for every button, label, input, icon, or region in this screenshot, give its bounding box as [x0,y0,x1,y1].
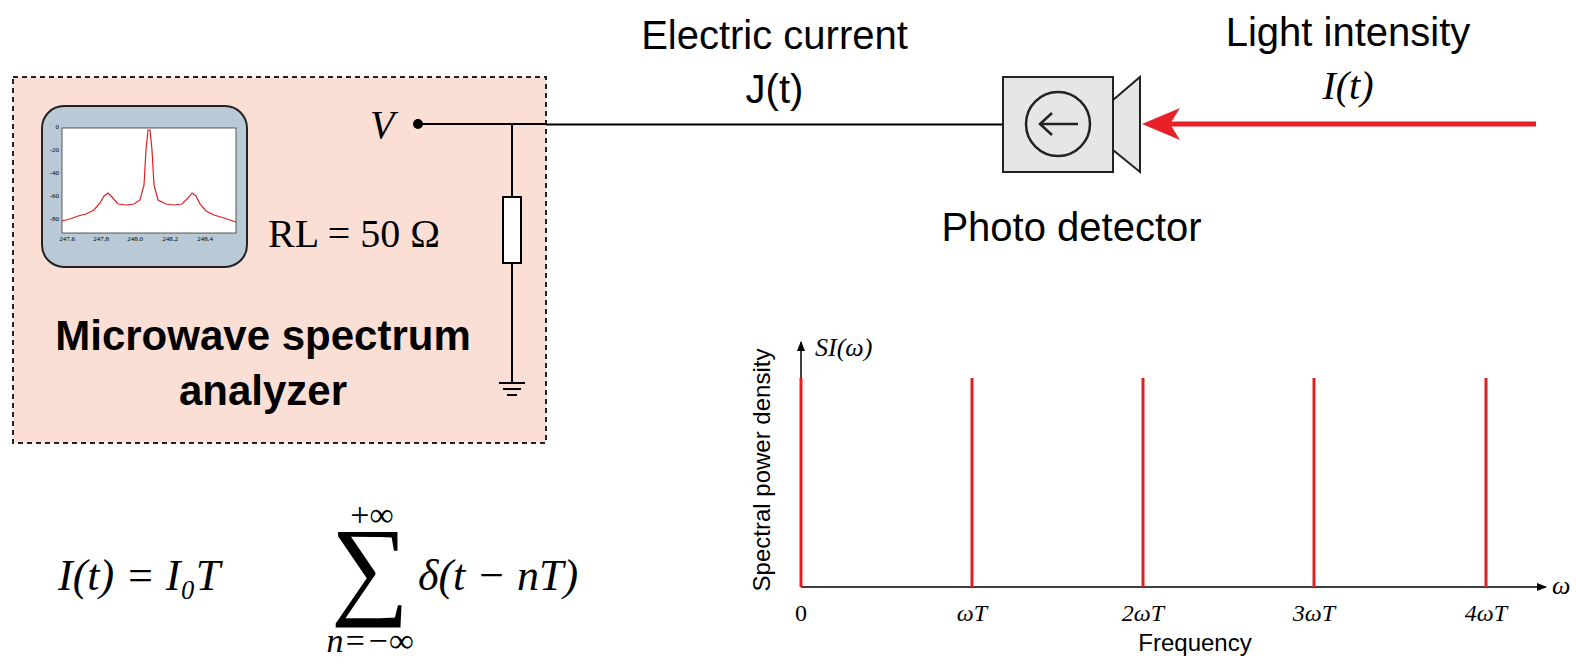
tick-label: ωT [957,600,987,626]
component-label: Photo detector [941,205,1201,249]
axis-title: Frequency [1138,630,1251,656]
screen-tick: 248.2 [162,236,178,244]
screen-tick: 248.0 [127,236,143,244]
signal-wire [546,124,1003,126]
resistor-value: RL = 50 Ω [268,212,440,256]
tick-label: 0 [795,600,807,626]
resistor-symbol [503,197,521,263]
tick-label: 4ωT [1465,600,1507,626]
screen-tick: -60 [50,193,59,201]
screen-tick: 0 [56,124,60,132]
terminal-label: V [370,103,394,147]
ground-symbol [499,383,525,395]
axis-label: SI(ω) [815,334,872,363]
analyzer-panel [13,77,546,443]
formula-part: I(t) = I₀T [58,552,220,600]
screen-tick: -80 [50,216,59,224]
tick-label: 2ωT [1122,600,1164,626]
y-axis [800,342,802,587]
screen-tick: 248.4 [197,236,213,244]
screen-tick: -20 [50,147,59,155]
wire [511,263,513,383]
photodetector-box: Photo detector [1003,77,1140,172]
x-axis [801,586,1546,588]
signal-symbol: I(t) [1322,64,1373,108]
spectrum-trace [62,130,236,222]
plot-area [62,128,236,233]
tick-label: 3ωT [1293,600,1335,626]
screen [42,106,247,267]
terminal-dot [413,119,423,129]
formula-limit: n=−∞ [326,622,413,659]
axis-title: Spectral power density [749,349,775,592]
screen-tick: 247.8 [93,236,109,244]
signal-name: Light intensity [1226,10,1471,54]
light-beam [1170,122,1536,127]
photodetector-symbol [1003,77,1140,172]
spectral-lines [801,378,1486,587]
screen-tick: -40 [50,170,59,178]
wire [418,123,546,125]
screen-tick: 247.6 [59,236,75,244]
edge-label: Electric current J(t) [615,8,935,116]
light-arrowhead [1142,108,1180,140]
panel-title: Microwave spectrum analyzer [53,309,473,418]
sum-sign: ∑ [331,512,409,622]
axis-label: ω [1552,572,1570,601]
analyzer-box: Microwave spectrum analyzer [13,77,546,443]
wire [511,124,513,197]
formula-part: δ(t − nT) [418,552,578,600]
